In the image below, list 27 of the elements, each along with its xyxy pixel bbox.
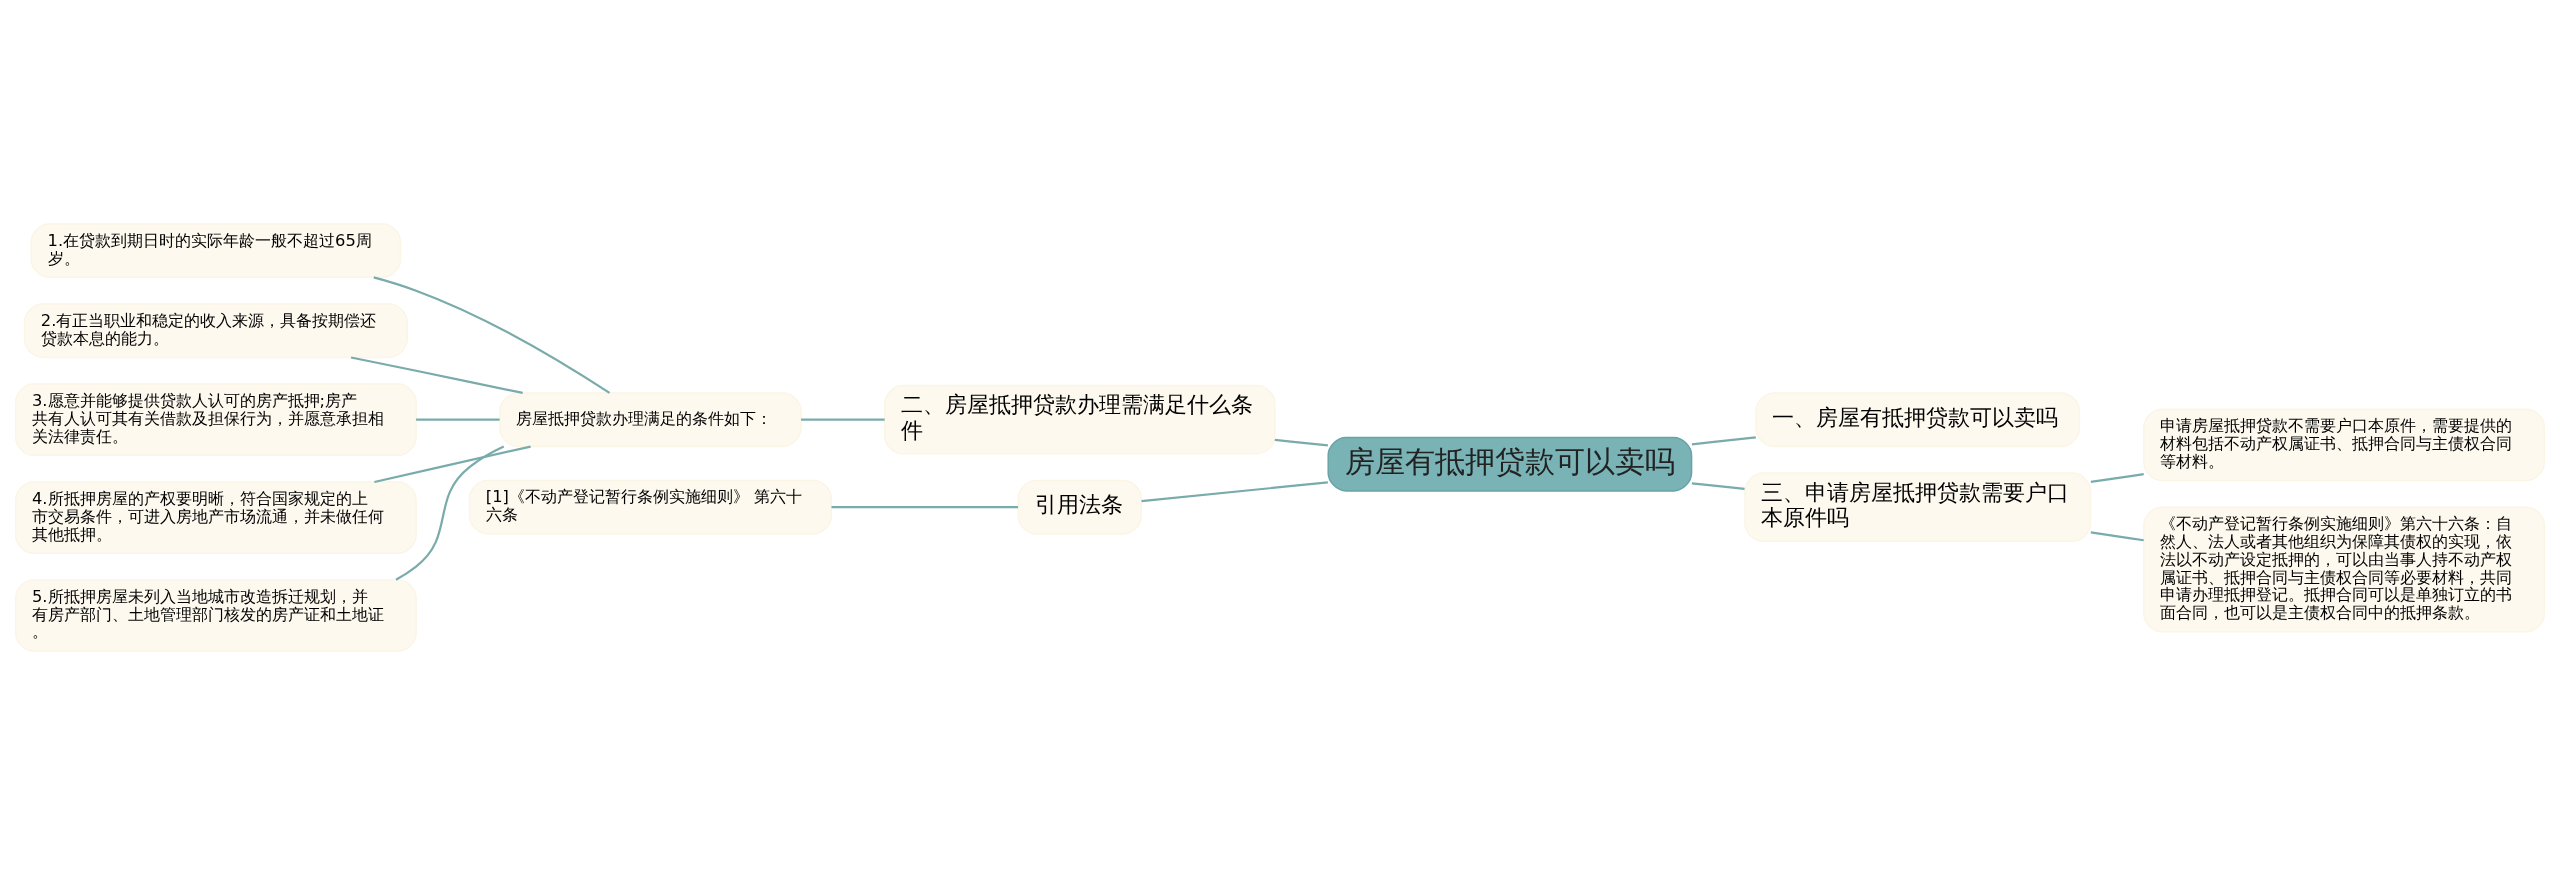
node-box: 2.有正当职业和稳定的收入来源，具备按期偿还贷款本息的能力。 [23, 303, 408, 359]
connector [1691, 482, 1745, 491]
connector [373, 276, 611, 394]
node-box: 4.所抵押房屋的产权要明晰，符合国家规定的上市交易条件，可进入房地产市场流通，并未做任何其他抵押。 [14, 481, 417, 554]
node-box: 1.在贷款到期日时的实际年龄一般不超过65周岁。 [30, 223, 402, 279]
node-box: 3.愿意并能够提供贷款人认可的房产抵押;房产共有人认可其有关借款及担保行为，并愿意承担相关法律责任。 [14, 383, 417, 457]
connector [416, 418, 500, 421]
node-box: 三、申请房屋抵押贷款需要户口本原件吗 [1744, 472, 2092, 543]
connector [374, 445, 531, 484]
node-box: 房屋有抵押贷款可以卖吗 [1327, 436, 1693, 492]
node-box: 申请房屋抵押贷款不需要户口本原件，需要提供的材料包括不动产权属证书、抵押合同与主债权合同等材料。 [2143, 408, 2546, 482]
node-box: 5.所抵押房屋未列入当地城市改造拆迁规划，并有房产部门、土地管理部门核发的房产证和土地证。 [14, 579, 417, 652]
node-box: 二、房屋抵押贷款办理需满足什么条件 [884, 384, 1276, 455]
connector [2090, 531, 2144, 542]
node-box: 引用法条 [1017, 479, 1143, 535]
connector [801, 418, 885, 421]
connector [2090, 473, 2144, 484]
node-box: [1]《不动产登记暂行条例实施细则》 第六十六条 [468, 479, 833, 535]
connector [1141, 481, 1328, 503]
node-box: 一、房屋有抵押贷款可以卖吗 [1755, 392, 2081, 448]
connector [350, 356, 523, 395]
node-box: 《不动产登记暂行条例实施细则》第六十六条：自然人、法人或者其他组织为保障其债权的实现，依法以不动产设定抵押的，可以由当事人持不动产权属证书、抵押合同与主债权合同等必要材料，共同申请办理抵押登记。抵押合同可以是单独订立的书面合同，也可以是主债权合同中的抵押条款。 [2143, 506, 2546, 633]
connector [1691, 436, 1756, 446]
node-box: 房屋抵押贷款办理满足的条件如下： [499, 392, 802, 448]
connector [1274, 438, 1328, 447]
connector [831, 506, 1019, 509]
connector [395, 445, 505, 581]
